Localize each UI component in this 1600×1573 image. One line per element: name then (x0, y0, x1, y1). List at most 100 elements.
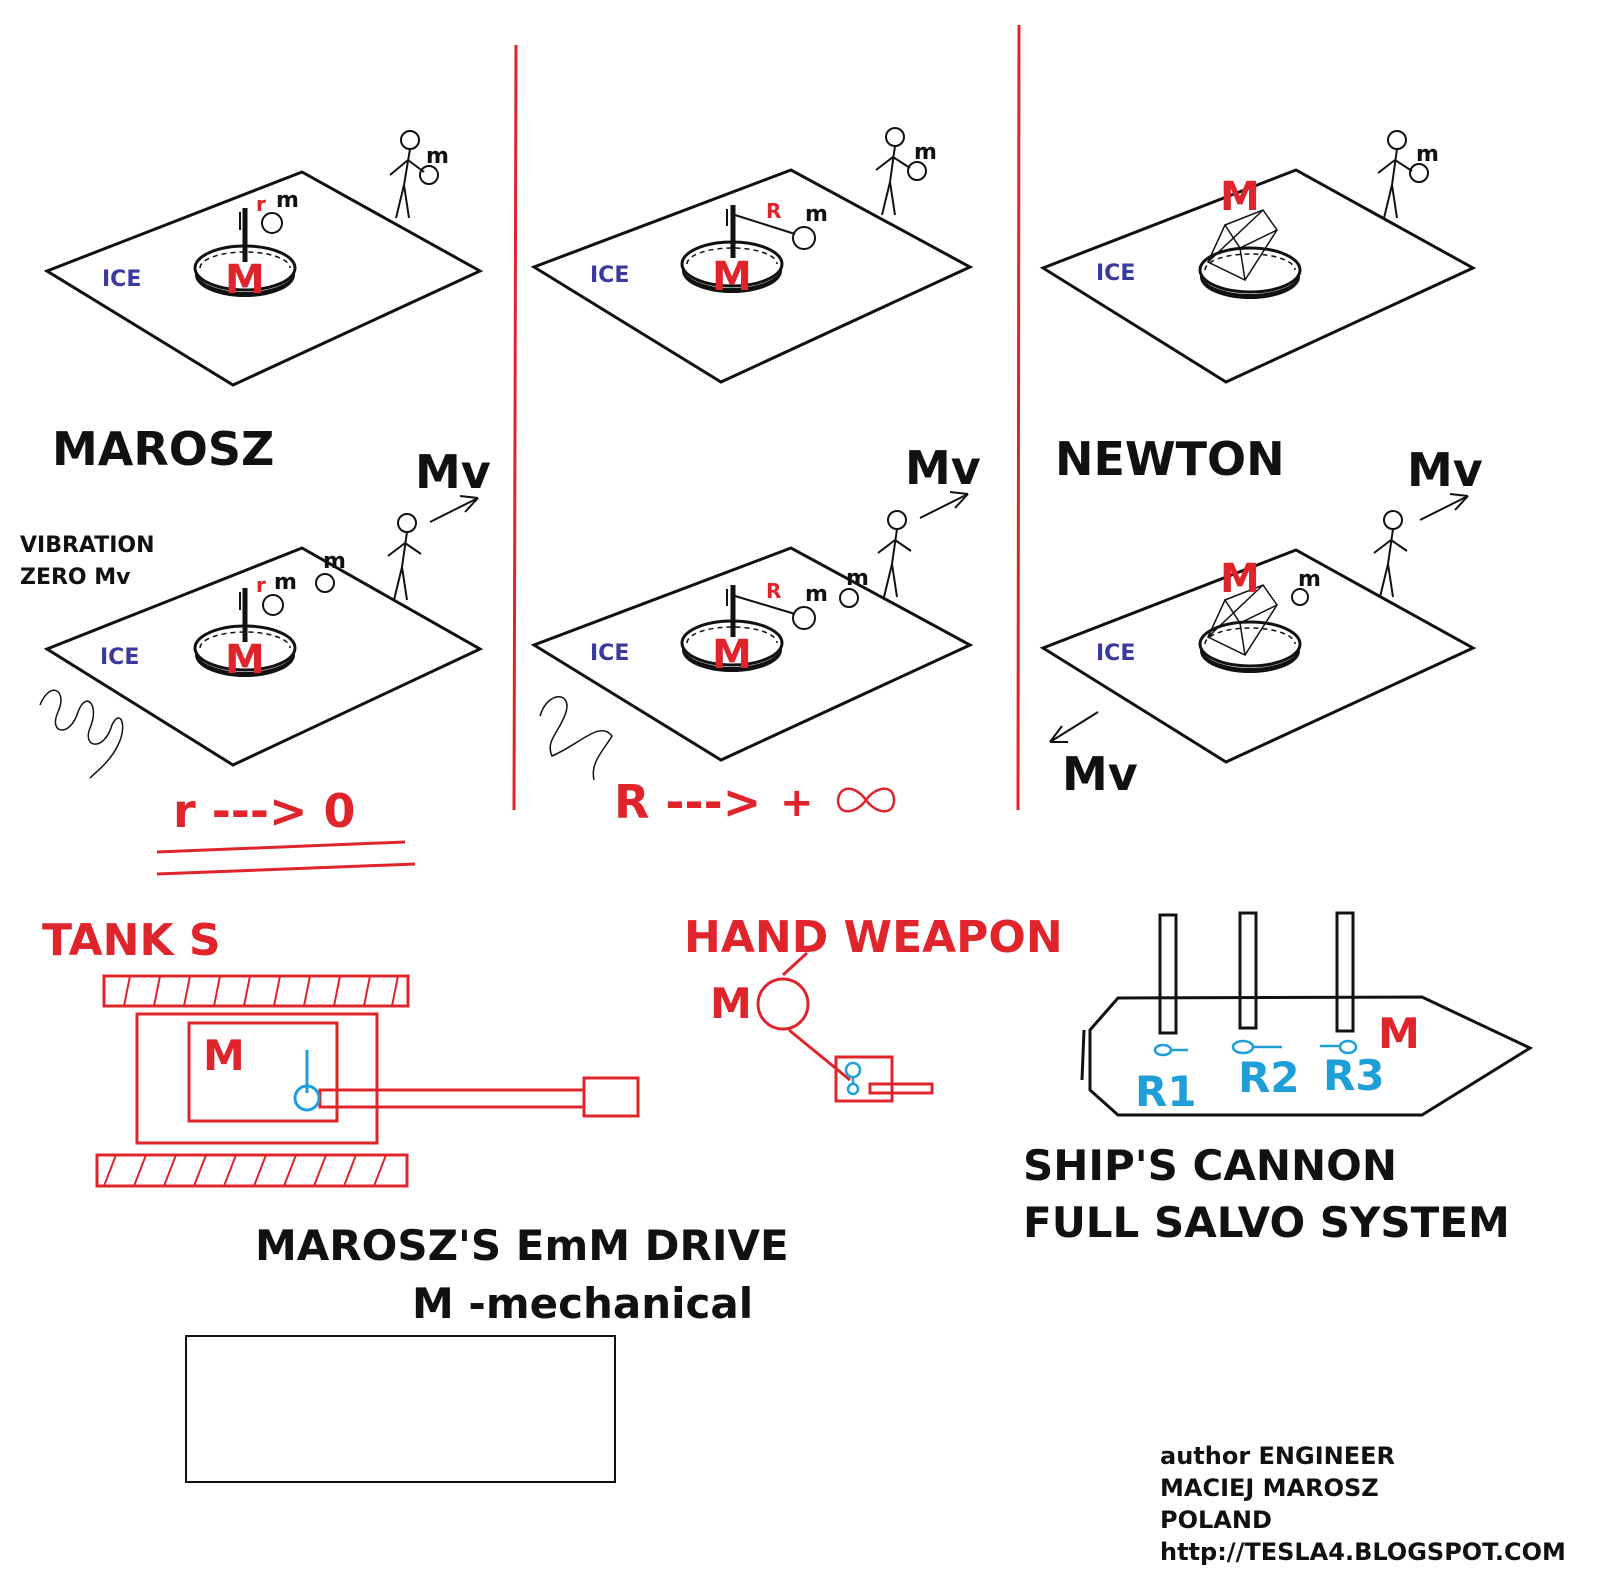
momentum-label: Mv (1407, 443, 1483, 497)
small-mass (792, 226, 816, 250)
rotor-disc (193, 624, 297, 677)
big-mass-label: M (712, 254, 752, 300)
small-mass-label: m (805, 582, 828, 607)
small-mass-label: m (276, 188, 299, 213)
hand-weapon-barrel (868, 1082, 934, 1095)
small-mass (1409, 163, 1429, 183)
title-marosz: MAROSZ (52, 422, 274, 476)
hand-weapon-mass-label: M (710, 979, 752, 1028)
hand-weapon-rotor (844, 1061, 862, 1096)
plus-sign: + (780, 780, 814, 826)
limit-r-infinity: R ---> (614, 775, 761, 829)
cannon-title: SHIP'S CANNON (1023, 1141, 1397, 1190)
rotor-disc (1198, 246, 1302, 299)
momentum-arrow (1419, 493, 1469, 521)
cannon-r1-label: R1 (1135, 1067, 1197, 1116)
vibration-note: ZERO Mv (20, 565, 131, 590)
cannon-title: FULL SALVO SYSTEM (1023, 1198, 1510, 1247)
cube-mass (1207, 209, 1279, 281)
vibration-scribble (539, 696, 613, 781)
panel-newton-top: ICE M m (1039, 130, 1477, 384)
big-mass-label: M (225, 637, 265, 683)
panel-newton-bottom: ICE M m Mv (1039, 510, 1477, 801)
small-mass (907, 161, 927, 181)
cannon-r2-label: R2 (1238, 1053, 1300, 1102)
vibration-note: VIBRATION (20, 533, 155, 558)
tank-rotor (293, 1050, 321, 1112)
drive-subtitle: M -mechanical (412, 1279, 753, 1328)
author-line: MACIEJ MAROSZ (1160, 1474, 1379, 1502)
arm-radius-label: R (766, 579, 781, 603)
ice-sheet (43, 546, 484, 767)
ice-label: ICE (590, 641, 629, 666)
big-mass-label: M (712, 632, 752, 678)
infinity-icon (836, 787, 896, 813)
cannon-rotors (1153, 1039, 1358, 1057)
rotor-disc (680, 619, 784, 672)
cannon-barrel (1238, 911, 1258, 1030)
cube-mass (1207, 584, 1279, 656)
title-newton: NEWTON (1055, 432, 1285, 486)
drive-title: MAROSZ'S EmM DRIVE (255, 1221, 789, 1270)
ice-label: ICE (590, 263, 629, 288)
small-mass (315, 573, 335, 593)
big-mass-label: M (1220, 174, 1260, 220)
rotor-disc (1198, 620, 1302, 673)
small-mass-label: m (274, 570, 297, 595)
cannon-mass-label: M (1378, 1009, 1420, 1058)
small-mass (261, 212, 283, 234)
tank-track-bottom (95, 1153, 409, 1188)
tank-turret (187, 1021, 339, 1123)
small-mass-label: m (1416, 142, 1439, 167)
ice-label: ICE (1096, 641, 1135, 666)
cannon-r3-label: R3 (1323, 1051, 1385, 1100)
small-mass-label: m (323, 549, 346, 574)
empty-frame (185, 1335, 616, 1483)
panel-middle-bottom: ICE M R m m (530, 510, 974, 781)
tanks-title: TANK S (42, 915, 221, 966)
tank-muzzle (582, 1076, 640, 1118)
hand-weapon-diagram (756, 951, 934, 1103)
small-mass (1291, 588, 1309, 606)
cannon-barrel (1158, 913, 1178, 1035)
small-mass-label: m (426, 144, 449, 169)
panel-middle-top: ICE M R m m (530, 127, 974, 384)
arm-radius-label: r (256, 573, 266, 597)
cannon-barrel (1335, 911, 1355, 1033)
arm-radius-label: R (766, 199, 781, 223)
tank-hull (135, 1012, 379, 1145)
hand-weapon-title: HAND WEAPON (684, 912, 1063, 963)
hand-weapon-body (834, 1055, 894, 1103)
ice-label: ICE (100, 645, 139, 670)
author-url: http://TESLA4.BLOGSPOT.COM (1160, 1538, 1566, 1566)
ice-sheet (1039, 168, 1477, 384)
ice-sheet (1039, 548, 1477, 764)
small-mass-label: m (1298, 567, 1321, 592)
big-mass-label: M (225, 257, 265, 303)
stick-figure (387, 513, 422, 601)
momentum-label: Mv (905, 441, 981, 495)
ship-cannon-diagram (1080, 911, 1534, 1117)
hand-weapon-mass (756, 977, 810, 1031)
momentum-arrow (429, 495, 479, 523)
tank-track-top (102, 974, 410, 1008)
arm-radius-label: r (256, 192, 266, 216)
momentum-arrow (919, 491, 969, 519)
divider-left (512, 44, 518, 811)
ice-sheet (43, 170, 484, 387)
cannon-hull (1088, 995, 1534, 1117)
divider-right (1016, 24, 1021, 811)
small-mass-label: m (846, 566, 869, 591)
ice-label: ICE (102, 267, 141, 292)
small-mass (419, 165, 439, 185)
momentum-label: Mv (415, 445, 491, 499)
tank-barrel (318, 1088, 586, 1109)
stick-figure (389, 130, 425, 219)
ice-sheet (530, 546, 974, 762)
author-line: POLAND (1160, 1506, 1272, 1534)
stick-figure (1377, 130, 1413, 219)
limit-r-zero: r ---> 0 (173, 784, 356, 838)
big-mass-label: M (1220, 556, 1260, 602)
tank-diagram (95, 974, 640, 1188)
